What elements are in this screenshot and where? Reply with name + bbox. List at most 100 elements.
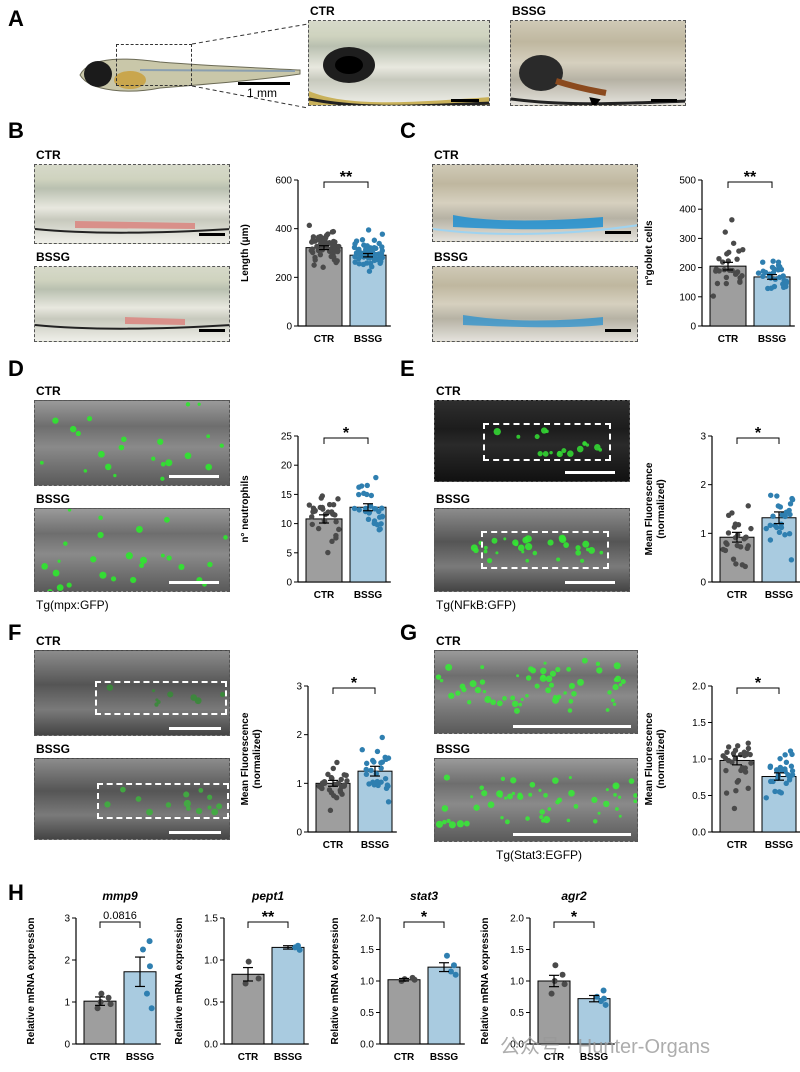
x-tick-label: BSSG — [354, 334, 383, 345]
x-tick-label: BSSG — [765, 840, 794, 851]
significance-label: * — [421, 909, 428, 926]
data-point — [730, 240, 737, 246]
label-ctr-d: CTR — [36, 384, 61, 398]
significance-bracket — [247, 921, 289, 928]
panel-letter-d: D — [8, 356, 24, 381]
data-point — [385, 755, 392, 761]
y-axis-label: Mean Fluorescence — [644, 712, 655, 805]
data-point — [409, 974, 416, 981]
data-point — [378, 760, 384, 766]
data-point — [730, 556, 737, 562]
data-point — [331, 257, 338, 263]
data-point — [372, 506, 379, 512]
y-tick-label: 20 — [281, 461, 293, 472]
data-point — [367, 503, 374, 509]
y-tick-label: 100 — [679, 292, 696, 303]
label-ctr-g: CTR — [436, 634, 461, 648]
y-tick-label: 1 — [296, 779, 302, 790]
whole-larva-image — [79, 58, 301, 92]
bssg-image-f — [34, 758, 230, 840]
y-axis-label: n°goblet cells — [644, 220, 655, 286]
significance-bracket — [727, 181, 773, 188]
data-point — [320, 264, 326, 270]
data-point — [723, 280, 730, 287]
y-tick-label: 2 — [296, 730, 302, 741]
data-point — [745, 785, 751, 792]
data-point — [552, 962, 559, 969]
data-point — [723, 767, 729, 774]
significance-bracket — [736, 687, 780, 694]
data-point — [364, 482, 370, 489]
data-point — [351, 505, 358, 512]
y-tick-label: 3 — [296, 682, 302, 693]
data-point — [330, 502, 337, 508]
data-point — [774, 524, 780, 531]
data-point — [452, 971, 459, 978]
y-tick-label: 1.0 — [692, 755, 706, 766]
data-point — [330, 228, 337, 235]
data-point — [360, 261, 367, 268]
data-point — [337, 789, 344, 795]
label-bssg-d: BSSG — [36, 492, 71, 506]
data-point — [716, 256, 722, 262]
significance-bracket — [553, 921, 595, 928]
panel-letter-g: G — [400, 620, 418, 645]
label-ctr-e: CTR — [436, 384, 461, 398]
data-point — [333, 535, 339, 541]
label-bssg-a: BSSG — [512, 4, 547, 18]
y-tick-label: 25 — [281, 432, 293, 443]
bar-bssg — [427, 966, 461, 1045]
data-point — [760, 259, 766, 265]
data-point — [325, 549, 331, 556]
data-point — [770, 513, 776, 519]
data-point — [788, 763, 795, 769]
data-point — [255, 975, 262, 982]
y-tick-label: 0.0 — [204, 1040, 218, 1051]
data-point — [739, 273, 745, 279]
data-point — [355, 247, 362, 254]
data-point — [371, 237, 378, 243]
y-tick-label: 0 — [690, 322, 696, 333]
label-ctr-a: CTR — [310, 4, 335, 18]
data-point — [328, 246, 334, 253]
data-point — [783, 280, 790, 286]
data-point — [359, 747, 365, 753]
x-tick-label: CTR — [323, 840, 344, 851]
data-point — [723, 274, 730, 281]
significance-bracket — [99, 921, 141, 928]
y-tick-label: 2.0 — [510, 914, 524, 925]
data-point — [733, 788, 739, 794]
data-point — [734, 256, 740, 262]
y-axis-label: (normalized) — [656, 479, 667, 538]
data-point — [748, 525, 754, 532]
data-point — [724, 251, 730, 257]
data-point — [548, 990, 555, 997]
scale-label: 1 mm — [247, 86, 277, 100]
data-point — [725, 530, 732, 536]
data-point — [786, 531, 793, 537]
data-point — [356, 491, 362, 498]
data-point — [559, 971, 566, 978]
y-axis-label: (normalized) — [252, 729, 263, 788]
x-tick-label: CTR — [718, 334, 739, 345]
data-point — [368, 492, 375, 499]
bar-bssg — [271, 946, 305, 1045]
y-axis-label: (normalized) — [656, 729, 667, 788]
bar-ctr — [387, 979, 421, 1045]
data-point — [308, 247, 315, 254]
significance-label: ** — [262, 909, 275, 926]
label-bssg-e: BSSG — [436, 492, 471, 506]
chart-title: pept1 — [251, 889, 284, 903]
data-point — [723, 790, 730, 796]
data-point — [745, 745, 752, 752]
bssg-image-g — [434, 758, 638, 842]
bar-bssg — [577, 998, 611, 1045]
ctr-image-e — [434, 400, 630, 482]
data-point — [143, 990, 150, 997]
panel-letter-e: E — [400, 356, 415, 381]
significance-label: * — [351, 675, 358, 692]
